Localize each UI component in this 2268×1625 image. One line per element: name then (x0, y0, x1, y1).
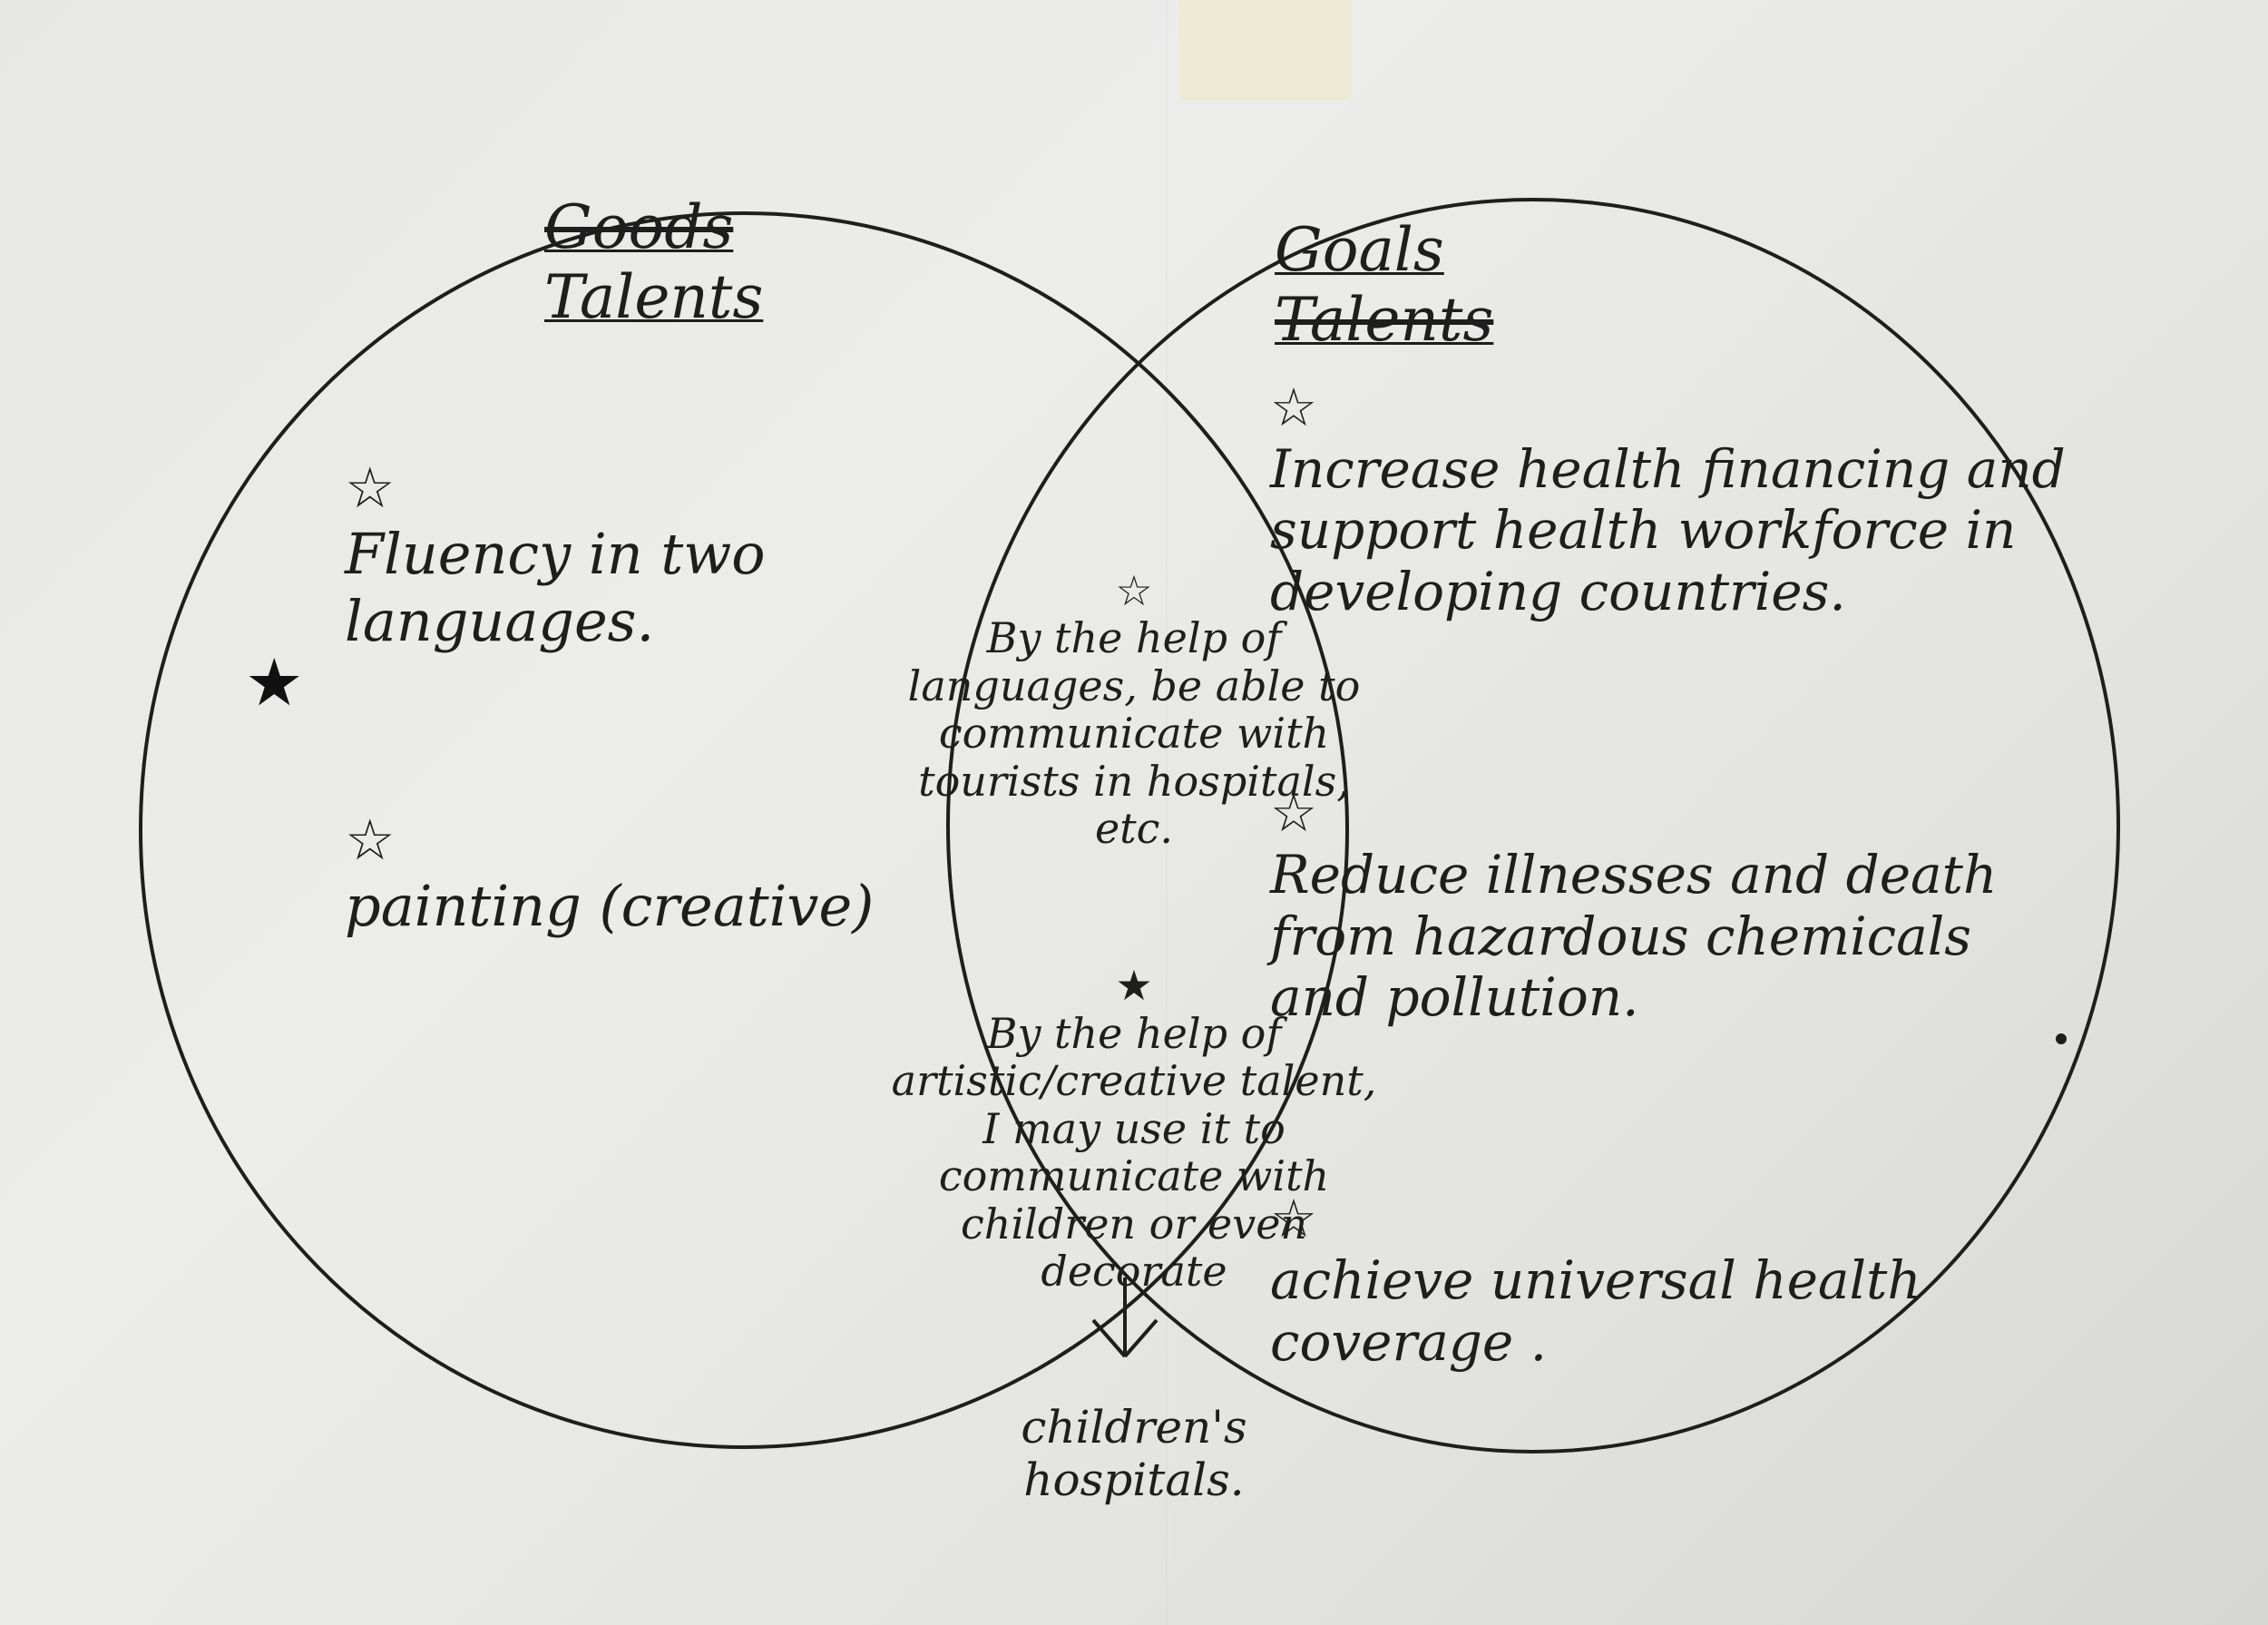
star-icon: ☆ (345, 455, 396, 522)
left-heading-text: Talents (544, 262, 764, 332)
tape-strip (1179, 0, 1352, 100)
left-circle (139, 211, 1349, 1449)
left-heading-crossed: Goods (544, 192, 734, 262)
list-item: ☆ Increase health financing and support … (1270, 316, 2087, 623)
star-icon: ☆ (1270, 1188, 1317, 1250)
right-heading-text: Goals (1275, 215, 1444, 285)
paper-fold (1166, 0, 1169, 1625)
right-heading: Goals Talents (1275, 145, 1493, 355)
list-item-text: Fluency in two languages. (345, 521, 766, 654)
right-list: ☆ Increase health financing and support … (1270, 254, 2087, 1471)
list-item-text: achieve universal health coverage . (1270, 1248, 1921, 1373)
star-icon: ☆ (1270, 376, 1317, 438)
list-item: ☆ Fluency in two languages. (345, 388, 1070, 654)
star-icon: ☆ (1270, 781, 1317, 844)
list-item-text: Reduce illnesses and death from hazardou… (1270, 843, 1998, 1029)
list-item-text: By the help of artistic/creative talent,… (891, 1008, 1377, 1296)
list-item-text: painting (creative) (345, 873, 875, 940)
list-item: ☆ painting (creative) (345, 740, 1070, 939)
left-heading: Goods Talents (544, 122, 763, 332)
star-icon: ★ (1115, 961, 1153, 1011)
scribbled-star-icon: ★ (245, 644, 303, 720)
caption: children's hospitals. (1021, 1401, 1247, 1506)
list-item-text: By the help of languages, be able to com… (907, 613, 1361, 854)
arrow-down-icon (1091, 1277, 1158, 1358)
list-item: ★ By the help of artistic/creative talen… (889, 915, 1379, 1296)
ink-dot (2056, 1033, 2067, 1044)
list-item: ☆ Reduce illnesses and death from hazard… (1270, 721, 2087, 1029)
intersection-list: ☆ By the help of languages, be able to c… (889, 472, 1379, 1357)
right-circle (946, 198, 2120, 1454)
list-item-text: Increase health financing and support he… (1270, 437, 2066, 623)
left-list: ☆ Fluency in two languages. ☆ painting (… (345, 322, 1070, 1026)
star-icon: ☆ (345, 807, 396, 874)
star-icon: ☆ (1115, 565, 1153, 615)
list-item: ☆ achieve universal health coverage . (1270, 1127, 2087, 1373)
list-item: ☆ By the help of languages, be able to c… (889, 519, 1379, 854)
right-heading-crossed: Talents (1275, 285, 1494, 355)
